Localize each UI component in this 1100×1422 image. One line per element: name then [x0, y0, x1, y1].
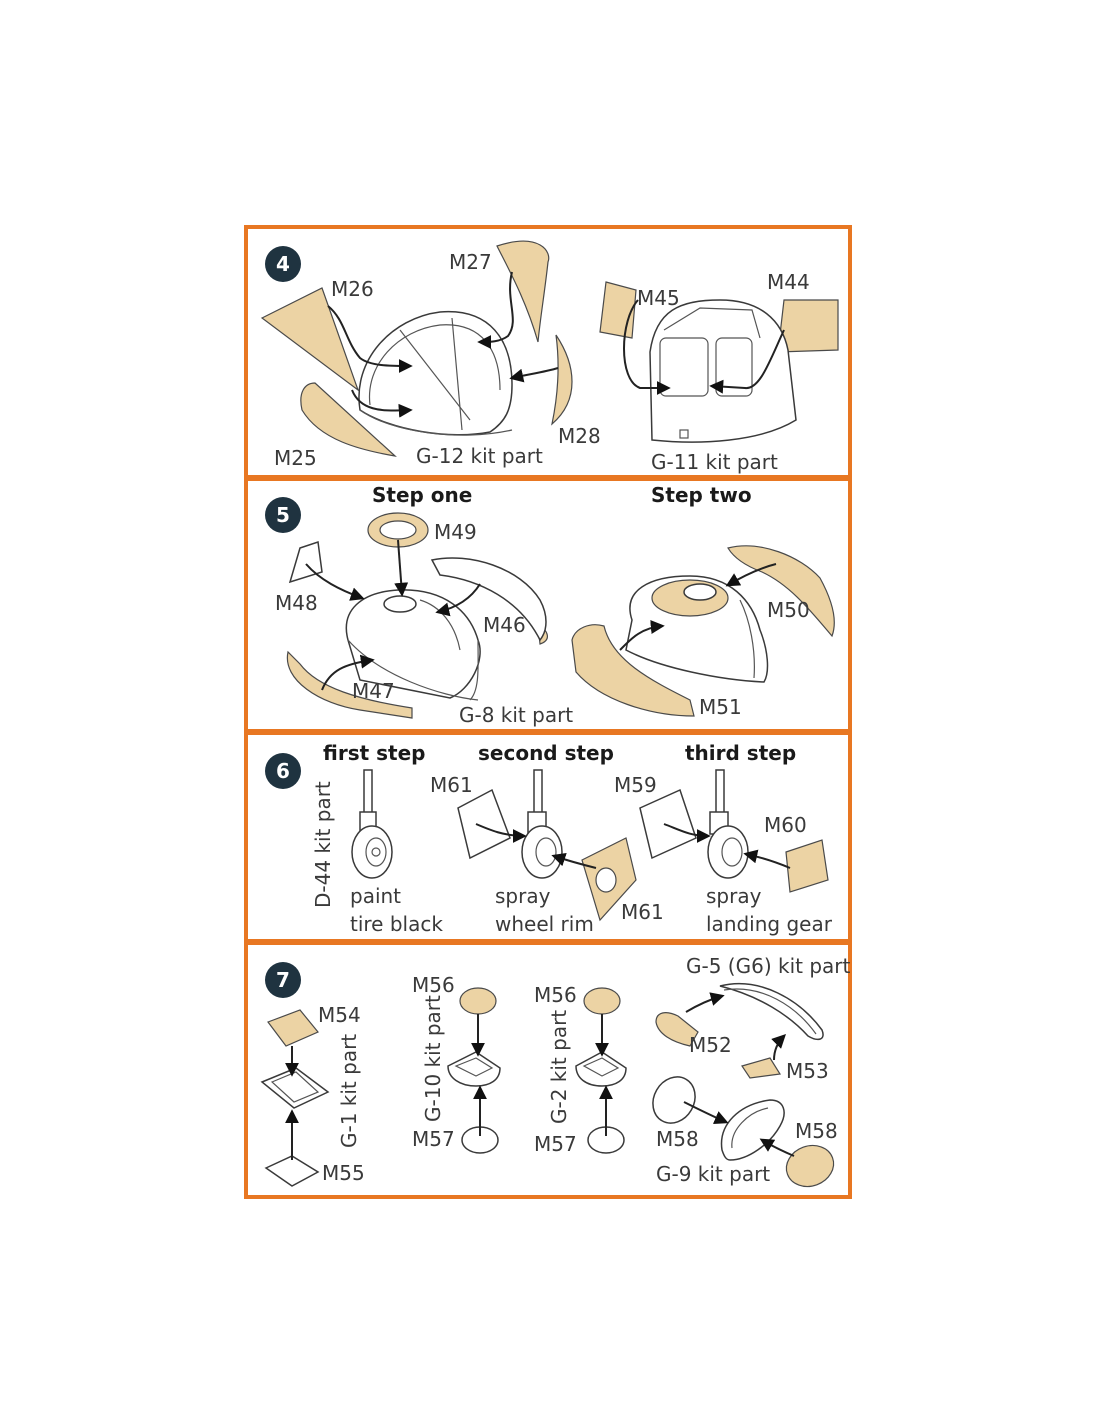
mask-m53	[741, 1057, 782, 1079]
label-tire-black: tire black	[350, 912, 443, 936]
g10-assembly: M56 G-10 kit part M57	[412, 973, 501, 1154]
label-wheel-rim: wheel rim	[495, 912, 594, 936]
mask-m47	[286, 650, 413, 719]
mask-m52	[655, 1012, 699, 1047]
g11-windscreen-part	[649, 299, 797, 443]
landing-gear-wheel-3	[639, 769, 829, 893]
label-paint: paint	[350, 884, 401, 908]
g5-g9-assembly: G-5 (G6) kit part M52 M53 M58 M58 G-9 ki…	[652, 954, 850, 1188]
step-number-badge	[265, 962, 301, 998]
label-m60: M60	[764, 813, 807, 837]
landing-gear-wheel-2	[457, 769, 637, 922]
label-m46: M46	[483, 613, 526, 637]
step-frames	[244, 225, 852, 1199]
mask-m28	[551, 334, 573, 426]
label-g5: G-5 (G6) kit part	[686, 954, 850, 978]
step-5: 5 Step one Step two	[265, 483, 835, 727]
label-landing-gear: landing gear	[706, 912, 833, 936]
label-m44: M44	[767, 270, 810, 294]
step-6: 6 first step second step third step D-44…	[265, 741, 833, 936]
landing-gear-wheel-1	[351, 769, 393, 879]
label-m45: M45	[637, 286, 680, 310]
step-number: 4	[276, 252, 290, 276]
g1-assembly: M54 G-1 kit part M55	[260, 1003, 365, 1187]
mask-m55-template	[264, 1155, 320, 1187]
label-m57-b: M57	[534, 1132, 577, 1156]
mask-m61-template	[457, 788, 511, 860]
label-m26: M26	[331, 277, 374, 301]
header-first-step: first step	[323, 741, 425, 765]
mask-m25	[300, 382, 397, 457]
label-m55: M55	[322, 1161, 365, 1185]
header-step-two: Step two	[651, 483, 752, 507]
label-m52: M52	[689, 1033, 732, 1057]
step-7-panel	[244, 941, 852, 1199]
g2-assembly: M56 G-2 kit part M57	[534, 983, 627, 1156]
mask-m56-b	[583, 987, 621, 1015]
label-m27: M27	[449, 250, 492, 274]
label-m54: M54	[318, 1003, 361, 1027]
mask-m48	[288, 541, 323, 584]
label-d44: D-44 kit part	[311, 781, 335, 908]
label-spray-1: spray	[495, 884, 551, 908]
label-m56-b: M56	[534, 983, 577, 1007]
header-step-one: Step one	[372, 483, 472, 507]
mask-m58	[785, 1144, 835, 1188]
step-number-badge	[265, 246, 301, 282]
mask-m59-template	[639, 788, 697, 860]
mask-m27	[496, 240, 550, 343]
label-g10: G-10 kit part	[421, 995, 445, 1122]
step-4: 4 M26 M27	[260, 240, 839, 474]
label-m58-right: M58	[795, 1119, 838, 1143]
label-m50: M50	[767, 598, 810, 622]
label-m57-a: M57	[412, 1127, 455, 1151]
step-number: 7	[276, 968, 290, 992]
mask-m50	[727, 545, 835, 638]
label-m56-a: M56	[412, 973, 455, 997]
step-number-badge	[265, 753, 301, 789]
step-number: 5	[276, 503, 290, 527]
mask-m60	[785, 839, 829, 893]
label-m51: M51	[699, 695, 742, 719]
label-m53: M53	[786, 1059, 829, 1083]
g8-part-step-two	[625, 575, 769, 683]
mask-m58-template	[652, 1076, 696, 1124]
label-m61-top: M61	[430, 773, 473, 797]
step-number: 6	[276, 759, 290, 783]
label-g8: G-8 kit part	[459, 703, 573, 727]
mask-m26	[260, 287, 360, 392]
label-m61-bottom: M61	[621, 900, 664, 924]
label-m59: M59	[614, 773, 657, 797]
label-m49: M49	[434, 520, 477, 544]
label-g12: G-12 kit part	[416, 444, 543, 468]
g12-canopy-part	[358, 310, 513, 436]
mask-m51	[571, 624, 695, 717]
mask-m54	[267, 1009, 319, 1047]
label-spray-2: spray	[706, 884, 762, 908]
step-7: 7 M54 G-1 kit part M55 M56 G-10 kit part…	[260, 954, 850, 1188]
label-g1: G-1 kit part	[337, 1034, 361, 1148]
header-second-step: second step	[478, 741, 614, 765]
label-m47: M47	[352, 679, 395, 703]
label-m28: M28	[558, 424, 601, 448]
label-m58-left: M58	[656, 1127, 699, 1151]
label-m48: M48	[275, 591, 318, 615]
label-g11: G-11 kit part	[651, 450, 778, 474]
g8-part-step-one	[345, 557, 547, 701]
step-number-badge	[265, 497, 301, 533]
label-g2: G-2 kit part	[547, 1010, 571, 1124]
header-third-step: third step	[685, 741, 796, 765]
mask-m56-a	[459, 987, 497, 1015]
label-g9: G-9 kit part	[656, 1162, 770, 1186]
label-m25: M25	[274, 446, 317, 470]
